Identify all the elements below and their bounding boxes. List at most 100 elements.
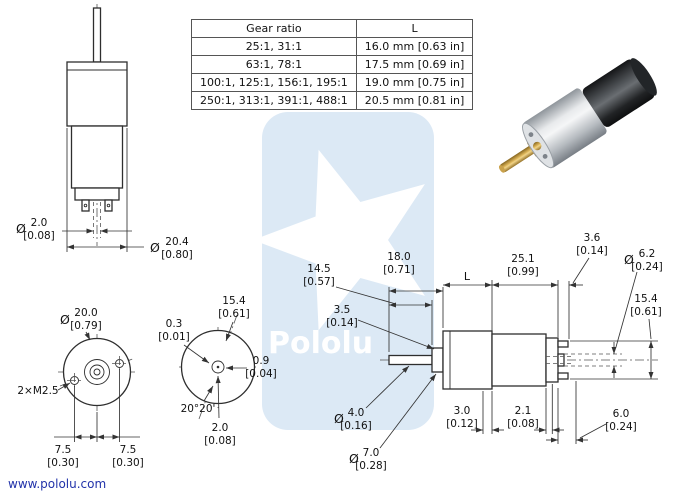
dim-endcap-length: 3.6 [0.14] bbox=[568, 232, 608, 339]
dim-hole-offsets: 7.5 [0.30] 7.5 [0.30] bbox=[47, 369, 144, 469]
dim-rear-shaft-diameter: Ø 2.0 [0.08] bbox=[16, 217, 132, 242]
dim-shaft-exposed: 14.5 [0.57] bbox=[303, 263, 433, 345]
endcap-outline bbox=[545, 337, 559, 383]
dim-mm: 3.5 bbox=[334, 304, 351, 316]
table-row: 25:1, 31:1 16.0 mm [0.63 in] bbox=[191, 37, 474, 56]
gearbox-length-label: L bbox=[464, 270, 471, 283]
dim-in: [0.04] bbox=[245, 368, 277, 380]
dim-bushing-diameter: Ø 7.0 [0.28] bbox=[349, 373, 437, 472]
dim-body-diameter: Ø 20.4 [0.80] bbox=[66, 128, 193, 261]
column-header-gear-ratio: Gear ratio bbox=[191, 19, 357, 38]
dim-shaft-flat-width: 2.0 [0.08] bbox=[204, 375, 236, 447]
dim-mount-holes: 2×M2.5 bbox=[17, 382, 71, 397]
dim-shaft-total: 18.0 [0.71] bbox=[383, 251, 444, 352]
dim-mm: 3.6 bbox=[584, 232, 601, 244]
endbell-outline bbox=[74, 187, 120, 201]
gear-ratio-cell: 100:1, 125:1, 156:1, 195:1 bbox=[191, 73, 357, 92]
terminal-left bbox=[81, 199, 90, 212]
dim-in: [0.30] bbox=[47, 457, 79, 469]
dim-in: [0.24] bbox=[631, 261, 663, 273]
bushing-outline bbox=[431, 347, 444, 373]
pololu-watermark: Pololu bbox=[253, 112, 434, 430]
pololu-star-icon bbox=[253, 149, 425, 331]
motor-outline bbox=[491, 333, 547, 387]
dim-in: [0.01] bbox=[158, 331, 190, 343]
gearbox-outline bbox=[66, 61, 128, 127]
dim-mm: 15.4 bbox=[634, 293, 658, 305]
diameter-symbol: Ø bbox=[150, 240, 160, 255]
dim-mm: 14.5 bbox=[307, 263, 330, 275]
shaft-detail-view: 15.4 [0.61] 0.3 [0.01] 0.9 [0.04] 20°20'… bbox=[158, 295, 277, 447]
mount-hole-label: 2×M2.5 bbox=[17, 385, 58, 397]
dim-terminal-length: 6.0 [0.24] bbox=[546, 381, 637, 444]
photo-shaft bbox=[499, 145, 536, 173]
dim-mm: 7.5 bbox=[55, 444, 72, 456]
dim-in: [0.30] bbox=[112, 457, 144, 469]
dim-in: [0.57] bbox=[303, 276, 335, 288]
gear-ratio-cell: 63:1, 78:1 bbox=[191, 55, 357, 74]
gearbox-outline bbox=[442, 330, 493, 390]
dim-mm: 15.4 bbox=[222, 295, 246, 307]
table-row: 63:1, 78:1 17.5 mm [0.69 in] bbox=[191, 55, 474, 74]
terminal-top bbox=[557, 340, 569, 348]
gearbox-face-outline bbox=[62, 337, 132, 407]
dim-in: [0.99] bbox=[507, 266, 539, 278]
table-row: 100:1, 125:1, 156:1, 195:1 19.0 mm [0.75… bbox=[191, 73, 474, 92]
dim-rear-boss-diameter: Ø 6.2 [0.24] bbox=[564, 248, 663, 378]
dim-in: [0.61] bbox=[218, 308, 250, 320]
angle-label: 20°20' bbox=[181, 403, 216, 415]
dim-in: [0.08] bbox=[23, 230, 55, 242]
dim-mm: 20.0 bbox=[74, 307, 97, 319]
dim-mm: 0.3 bbox=[166, 318, 183, 330]
length-cell: 16.0 mm [0.63 in] bbox=[355, 37, 474, 56]
dim-hole-angle: 20°20' bbox=[181, 385, 216, 415]
dim-bushing-length: 3.5 [0.14] bbox=[326, 304, 435, 350]
dim-mm: 2.0 bbox=[31, 217, 48, 229]
dim-mm: 25.1 bbox=[511, 253, 534, 265]
dim-in: [0.71] bbox=[383, 264, 415, 276]
output-shaft-outline bbox=[388, 354, 433, 366]
dim-flat-depth: 0.3 [0.01] bbox=[158, 318, 210, 364]
length-cell: 17.5 mm [0.69 in] bbox=[355, 55, 474, 74]
gear-ratio-cell: 25:1, 31:1 bbox=[191, 37, 357, 56]
dim-mm: 7.0 bbox=[363, 447, 380, 459]
motor-outline bbox=[70, 125, 124, 189]
dim-flat-offset: 0.9 [0.04] bbox=[226, 355, 277, 380]
rear-shaft-outline bbox=[92, 7, 102, 63]
product-photo bbox=[498, 58, 657, 173]
side-view-horizontal: 18.0 [0.71] 14.5 [0.57] L 25.1 [0.99] bbox=[303, 232, 663, 472]
diameter-symbol: Ø bbox=[334, 411, 344, 426]
dim-mm: 7.5 bbox=[120, 444, 137, 456]
column-header-length: L bbox=[355, 19, 474, 38]
rear-boss-outline bbox=[557, 353, 565, 367]
dim-in: [0.08] bbox=[507, 418, 539, 430]
dim-in: [0.24] bbox=[605, 421, 637, 433]
length-cell: 20.5 mm [0.81 in] bbox=[355, 91, 474, 110]
pololu-url-link[interactable]: www.pololu.com bbox=[8, 477, 107, 491]
dim-mm: 0.9 bbox=[253, 355, 270, 367]
dim-in: [0.28] bbox=[355, 460, 387, 472]
length-cell: 19.0 mm [0.75 in] bbox=[355, 73, 474, 92]
dim-in: [0.80] bbox=[161, 249, 193, 261]
dim-in: [0.61] bbox=[630, 306, 662, 318]
dim-motor-length: 25.1 [0.99] bbox=[492, 253, 559, 337]
dim-mm: 6.2 bbox=[639, 248, 656, 260]
dim-mm: 18.0 bbox=[387, 251, 410, 263]
gear-ratio-table: Gear ratio L 25:1, 31:1 16.0 mm [0.63 in… bbox=[191, 19, 474, 110]
dim-endcap-step: 2.1 [0.08] bbox=[507, 384, 564, 434]
dim-in: [0.14] bbox=[326, 317, 358, 329]
dim-gearbox-length: L bbox=[443, 270, 493, 331]
gear-ratio-cell: 250:1, 313:1, 391:1, 488:1 bbox=[191, 91, 357, 110]
side-view-vertical: Ø 2.0 [0.08] Ø 20.4 [0.80] bbox=[16, 4, 193, 261]
dim-terminal-span: 15.4 [0.61] bbox=[570, 293, 662, 380]
photo-motor-endcap bbox=[630, 58, 657, 96]
watermark-brand-text: Pololu bbox=[268, 326, 373, 361]
dim-in: [0.79] bbox=[70, 320, 102, 332]
dim-face-diameter: Ø 20.0 [0.79] bbox=[60, 307, 102, 341]
dim-mm: 4.0 bbox=[348, 407, 365, 419]
dim-gearbox-plate: 3.0 [0.12] bbox=[446, 391, 504, 434]
dim-mm: 6.0 bbox=[613, 408, 630, 420]
diameter-symbol: Ø bbox=[60, 312, 70, 327]
terminal-right bbox=[104, 199, 113, 212]
